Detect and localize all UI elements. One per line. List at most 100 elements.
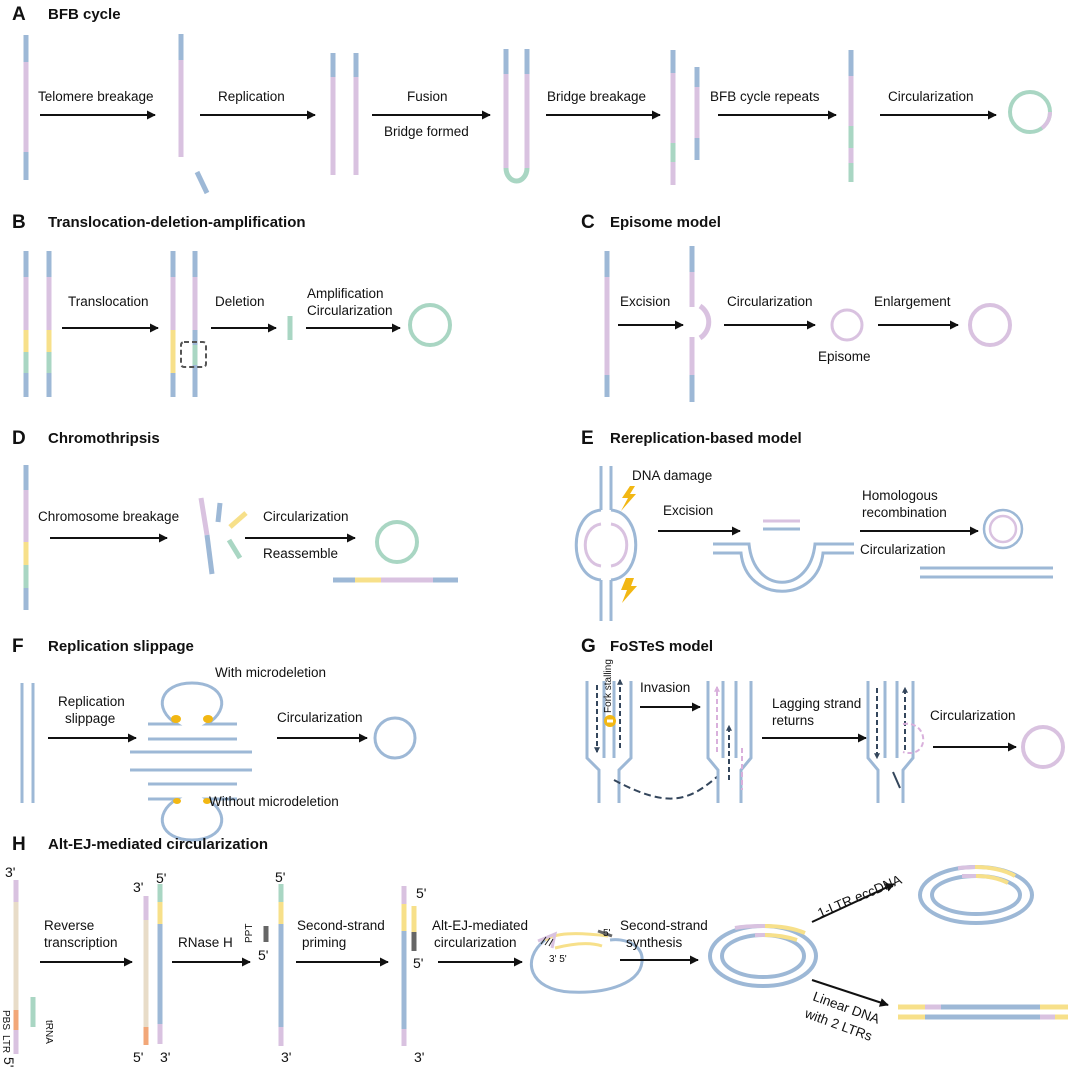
label-circularization: Circularization xyxy=(930,708,1016,723)
label-bfb-repeats: BFB cycle repeats xyxy=(710,89,820,104)
eccdna-circle xyxy=(373,716,417,760)
label-5prime: 5' xyxy=(133,1049,143,1065)
label-dna-damage: DNA damage xyxy=(632,468,712,483)
enlarged-episome xyxy=(968,303,1012,347)
panel-letter-d: D xyxy=(12,428,26,449)
panel-title-h: Alt-EJ-mediated circularization xyxy=(48,836,268,853)
chromosome-pair xyxy=(23,251,52,397)
rereplicated-strands xyxy=(583,522,629,568)
replication-fork-3 xyxy=(866,681,915,803)
label-bridge-breakage: Bridge breakage xyxy=(547,89,646,104)
replication-bubble xyxy=(574,466,638,621)
label-excision: Excision xyxy=(663,503,713,518)
panel-g: G FoSTeS model Fork stalling Invasion xyxy=(581,636,1065,803)
panel-title-g: FoSTeS model xyxy=(610,638,713,655)
panel-letter-c: C xyxy=(581,212,595,233)
new-template-strands xyxy=(714,685,743,790)
panel-h: H Alt-EJ-mediated circularization 3' tRN… xyxy=(0,834,1068,1067)
label-without-microdeletion: Without microdeletion xyxy=(209,794,339,809)
label-alt-ej: Alt-EJ-mediated xyxy=(432,918,528,933)
label-circularization: Circularization xyxy=(727,294,813,309)
panel-title-f: Replication slippage xyxy=(48,638,194,655)
label-second-strand: Second-strand xyxy=(297,918,385,933)
label-5prime: 5' xyxy=(603,928,611,939)
panel-letter-h: H xyxy=(12,834,26,855)
broken-chromosome xyxy=(178,34,210,195)
label-replication: Replication xyxy=(58,694,125,709)
replication-fork-1 xyxy=(585,681,633,803)
panel-e: E Rereplication-based model DNA damage E… xyxy=(574,428,1053,621)
slippage-loop-top xyxy=(130,681,252,754)
label-5prime: 5' xyxy=(413,955,423,971)
label-3prime: 3' xyxy=(133,879,143,895)
excised-segment xyxy=(763,519,800,531)
label-second-strand: Second-strand xyxy=(620,918,708,933)
label-3prime: 3' xyxy=(5,864,15,880)
arrow xyxy=(811,979,889,1007)
panel-letter-f: F xyxy=(12,636,24,657)
label-reverse: Reverse xyxy=(44,918,94,933)
dna-duplex xyxy=(20,683,35,803)
deletion-box xyxy=(180,341,207,368)
label-circularization: Circularization xyxy=(860,542,946,557)
label-synthesis: synthesis xyxy=(626,935,683,950)
label-reassemble: Reassemble xyxy=(263,546,338,561)
label-fusion: Fusion xyxy=(407,89,448,104)
label-replication: Replication xyxy=(218,89,285,104)
label-with-microdeletion: With microdeletion xyxy=(215,665,326,680)
label-circularization: Circularization xyxy=(888,89,974,104)
label-3prime-5prime: 3' 5' xyxy=(549,954,567,965)
label-3prime: 3' xyxy=(414,1049,424,1065)
eccdna-circle xyxy=(408,303,452,347)
stalled-strands xyxy=(594,678,623,754)
episome-circle xyxy=(830,308,864,342)
label-recombination: recombination xyxy=(862,505,947,520)
label-ppt: PPT xyxy=(244,924,255,943)
label-chromosome-breakage: Chromosome breakage xyxy=(38,509,179,524)
panel-c: C Episome model Excision Circularization… xyxy=(581,212,1012,402)
label-1-ltr-eccdna: 1-LTR eccDNA xyxy=(815,872,904,921)
label-translocation: Translocation xyxy=(68,294,149,309)
arrow xyxy=(811,883,895,923)
double-stranded-circle xyxy=(708,924,818,988)
label-slippage: slippage xyxy=(65,711,115,726)
eccdna-double-circle xyxy=(982,508,1024,550)
replicated-chromatids xyxy=(330,53,359,175)
label-deletion: Deletion xyxy=(215,294,265,309)
label-lagging-strand: Lagging strand xyxy=(772,696,861,711)
replication-fork-2 xyxy=(706,681,753,803)
label-returns: returns xyxy=(772,713,814,728)
label-circularization: Circularization xyxy=(277,710,363,725)
label-5prime: 5' xyxy=(416,885,426,901)
label-pbs: PBS xyxy=(0,1010,11,1030)
label-enlargement: Enlargement xyxy=(874,294,951,309)
fused-bridge xyxy=(503,49,530,184)
label-priming: priming xyxy=(302,935,346,950)
panel-letter-g: G xyxy=(581,636,596,657)
primed-duplex xyxy=(401,886,417,1046)
label-3prime: 3' xyxy=(281,1049,291,1065)
panel-letter-e: E xyxy=(581,428,594,449)
panel-letter-a: A xyxy=(12,4,26,25)
invading-strand xyxy=(613,775,719,800)
eccdna-circle xyxy=(1021,725,1065,769)
eccdna-circle xyxy=(1008,90,1052,134)
label-5prime: 5' xyxy=(258,947,268,963)
label-5prime: 5' xyxy=(1,1057,17,1067)
microdeletion-markers xyxy=(171,715,213,804)
label-circularization: Circularization xyxy=(263,509,349,524)
broken-bridge xyxy=(670,50,700,185)
label-circularization: Circularization xyxy=(307,303,393,318)
panel-title-c: Episome model xyxy=(610,214,721,231)
label-ltr: LTR xyxy=(0,1035,11,1053)
label-invasion: Invasion xyxy=(640,680,690,695)
linear-dna-two-ltrs xyxy=(898,1004,1068,1020)
repaired-chromosome xyxy=(920,566,1053,579)
label-5prime: 5' xyxy=(156,870,166,886)
label-3prime: 3' xyxy=(160,1049,170,1065)
label-homologous: Homologous xyxy=(862,488,938,503)
label-5prime: 5' xyxy=(275,869,285,885)
panel-letter-b: B xyxy=(12,212,26,233)
fork-stalling-icon xyxy=(604,715,616,727)
